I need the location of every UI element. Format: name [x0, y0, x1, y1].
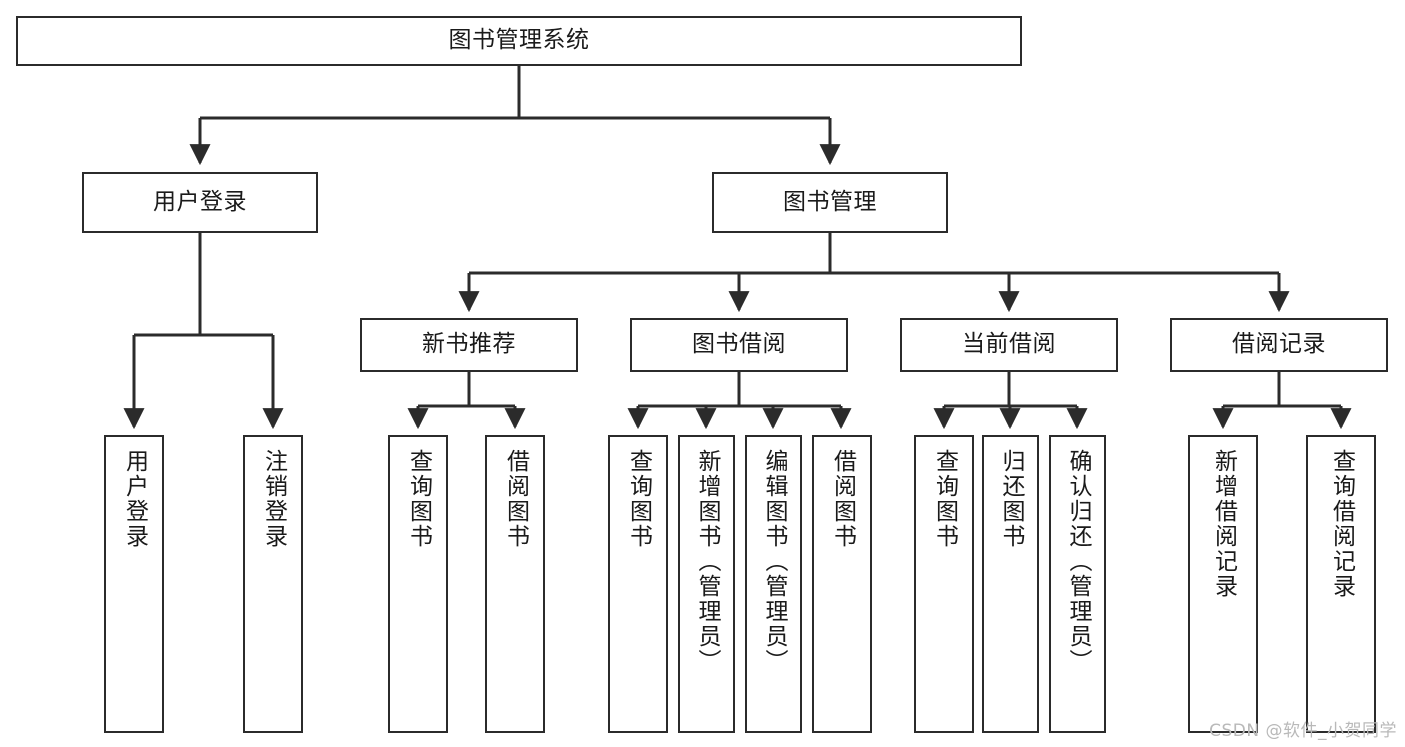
- leaf-node-label: 查询图书: [405, 449, 432, 549]
- node-root-label: 图书管理系统: [448, 27, 590, 54]
- node-current-borrow[interactable]: 当前借阅: [900, 318, 1118, 372]
- leaf-node-label: 新增图书（管理员）: [694, 449, 720, 674]
- node-book-management[interactable]: 图书管理: [712, 172, 948, 233]
- leaf-node-label: 查询图书: [931, 449, 958, 549]
- leaf-node[interactable]: 查询借阅记录: [1306, 435, 1376, 733]
- leaf-node-label: 用户登录: [121, 449, 148, 549]
- node-new-book-recommend[interactable]: 新书推荐: [360, 318, 578, 372]
- leaf-node-label: 注销登录: [260, 449, 287, 549]
- node-user-login[interactable]: 用户登录: [82, 172, 318, 233]
- leaf-node-label: 借阅图书: [829, 449, 856, 549]
- leaf-node[interactable]: 借阅图书: [485, 435, 545, 733]
- leaf-node[interactable]: 查询图书: [388, 435, 448, 733]
- node-book-management-label: 图书管理: [783, 188, 877, 215]
- leaf-node-label: 归还图书: [998, 449, 1024, 549]
- leaf-node[interactable]: 查询图书: [608, 435, 668, 733]
- leaf-node[interactable]: 用户登录: [104, 435, 164, 733]
- leaf-node-label: 新增借阅记录: [1210, 449, 1237, 599]
- leaf-node-label: 查询图书: [625, 449, 652, 549]
- leaf-node[interactable]: 编辑图书（管理员）: [745, 435, 802, 733]
- node-new-book-recommend-label: 新书推荐: [422, 331, 516, 358]
- node-book-borrow-label: 图书借阅: [692, 331, 786, 358]
- leaf-node[interactable]: 新增图书（管理员）: [678, 435, 735, 733]
- node-borrow-record[interactable]: 借阅记录: [1170, 318, 1388, 372]
- node-book-borrow[interactable]: 图书借阅: [630, 318, 848, 372]
- leaf-node[interactable]: 注销登录: [243, 435, 303, 733]
- leaf-node-label: 确认归还（管理员）: [1065, 449, 1091, 674]
- leaf-node[interactable]: 确认归还（管理员）: [1049, 435, 1106, 733]
- leaf-node[interactable]: 查询图书: [914, 435, 974, 733]
- leaf-node-label: 借阅图书: [502, 449, 529, 549]
- leaf-node[interactable]: 新增借阅记录: [1188, 435, 1258, 733]
- leaf-node[interactable]: 归还图书: [982, 435, 1039, 733]
- node-borrow-record-label: 借阅记录: [1232, 331, 1326, 358]
- node-root[interactable]: 图书管理系统: [16, 16, 1022, 66]
- node-user-login-label: 用户登录: [153, 188, 247, 215]
- node-current-borrow-label: 当前借阅: [962, 331, 1056, 358]
- leaf-node-label: 编辑图书（管理员）: [761, 449, 787, 674]
- leaf-node[interactable]: 借阅图书: [812, 435, 872, 733]
- leaf-node-label: 查询借阅记录: [1328, 449, 1355, 599]
